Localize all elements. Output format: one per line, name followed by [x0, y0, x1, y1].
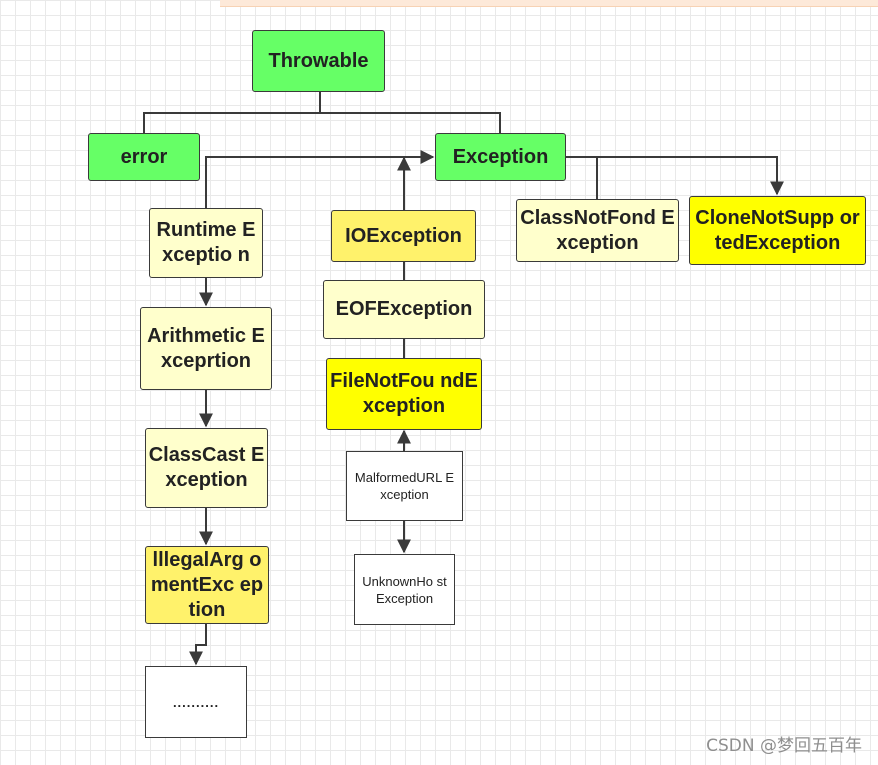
edge-throwable-children [143, 92, 321, 133]
filenotfound-exception-node[interactable]: FileNotFou ndException [326, 358, 482, 430]
unknownhost-exception-node[interactable]: UnknownHo stException [354, 554, 455, 625]
ellipsis-node[interactable]: .......... [145, 666, 247, 738]
throwable-node[interactable]: Throwable [252, 30, 385, 92]
watermark: CSDN @梦回五百年 [706, 736, 862, 756]
edge-throwable-exception [320, 112, 501, 133]
malformedurl-exception-node[interactable]: MalformedURL Exception [346, 451, 463, 521]
classnotfond-exception-node[interactable]: ClassNotFond Exception [516, 199, 679, 262]
edge-illegalarg-ellipsis [189, 624, 207, 666]
exception-node[interactable]: Exception [435, 133, 566, 181]
edge-exception-clonenotsupported [597, 156, 784, 196]
clonenotsupported-exception-node[interactable]: CloneNotSupp ortedException [689, 196, 866, 265]
edge-runtime-exception [205, 150, 435, 210]
top-banner-strip [220, 0, 878, 7]
error-node[interactable]: error [88, 133, 200, 181]
io-exception-node[interactable]: IOException [331, 210, 476, 262]
classcast-exception-node[interactable]: ClassCast Exception [145, 428, 268, 508]
illegalargument-exception-node[interactable]: lllegalArg omentExc eption [145, 546, 269, 624]
edge-exception-classnotfond [565, 156, 598, 199]
eof-exception-node[interactable]: EOFException [323, 280, 485, 339]
runtime-exception-node[interactable]: Runtime Exceptio n [149, 208, 263, 278]
arithmetic-exception-node[interactable]: Arithmetic Exceprtion [140, 307, 272, 390]
